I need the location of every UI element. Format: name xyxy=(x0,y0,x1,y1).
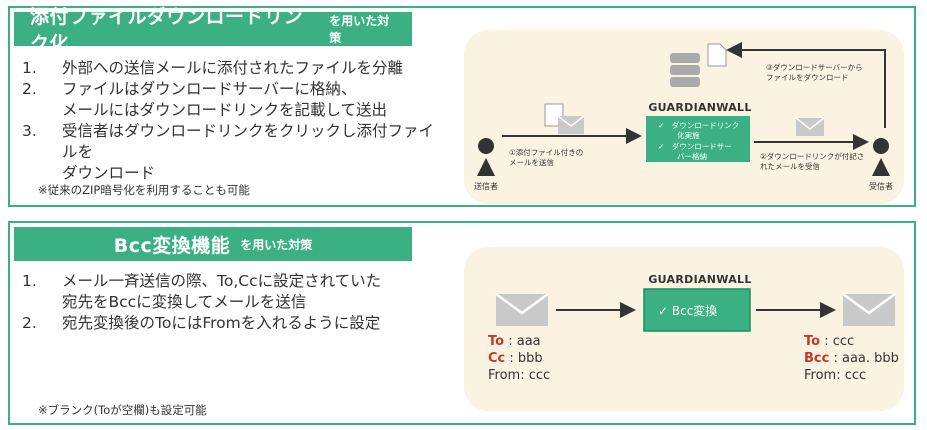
brand-logo-2: GUARDIANWALL xyxy=(648,273,751,286)
input-to-line: To : aaa xyxy=(488,334,541,349)
box-item-line2: 化実施 xyxy=(677,130,700,140)
step3-line1: ③ダウンロードサーバーから xyxy=(766,62,863,72)
guardianwall-process-box xyxy=(646,116,750,162)
bcc-flow-diagram: GUARDIANWALL ✓ Bcc変換 xyxy=(495,273,896,332)
download-link-panel: 添付ファイルダウンロードリンク化 を用いた対策 1.外部への送信メールに添付され… xyxy=(8,6,916,207)
panel1-title-tab: 添付ファイルダウンロードリンク化 を用いた対策 xyxy=(14,6,412,55)
list-item: 2.ファイルはダウンロードサーバーに格納、メールにはダウンロードリンクを記載して… xyxy=(22,80,388,119)
box-item-line1: ✓ ダウンロードリンク xyxy=(658,120,739,130)
list-item: 3.受信者はダウンロードリンクをクリックし添付ファイルをダウンロード xyxy=(22,122,435,182)
link-mail-icon xyxy=(795,117,825,136)
attachment-mail-icon xyxy=(544,103,585,134)
step1-line1: ①添付ファイル付きの xyxy=(509,147,583,157)
receiver-person-icon xyxy=(872,138,890,176)
bcc-box-label: ✓ Bcc変換 xyxy=(658,303,717,318)
bcc-conversion-panel: Bcc変換機能 を用いた対策 1.メール一斉送信の際、To,Ccに設定されていた… xyxy=(8,221,916,425)
download-flow-diagram: 送信者 受信者 ①添付ファイル付きの メールを送信 GUARDIANWALL ✓… xyxy=(474,42,893,191)
output-mail-icon xyxy=(842,292,896,326)
step2-line2: れたメールを受信 xyxy=(760,161,820,171)
step3-line2: ファイルをダウンロード xyxy=(766,72,849,82)
panel1-title-suffix: を用いた対策 xyxy=(329,14,390,45)
list-item: 1.外部への送信メールに添付されたファイルを分離 xyxy=(22,59,404,77)
step1-line2: メールを送信 xyxy=(509,157,554,167)
output-from-line: From: ccc xyxy=(804,368,867,383)
list-item: 1.メール一斉送信の際、To,Ccに設定されていた宛先をBccに変換してメールを… xyxy=(22,272,382,311)
output-bcc-line: Bcc : aaa. bbb xyxy=(804,351,899,366)
input-from-line: From: ccc xyxy=(488,368,551,383)
panel1-steps-list: 1.外部への送信メールに添付されたファイルを分離 2.ファイルはダウンロードサー… xyxy=(22,58,442,184)
panel2-note: ※ブランク(Toが空欄)も設定可能 xyxy=(38,403,207,417)
box-item-line4: バー格納 xyxy=(677,151,707,161)
brand-logo-1: GUARDIANWALL xyxy=(648,101,751,114)
download-server-icon xyxy=(670,43,727,87)
panel1-note: ※従来のZIP暗号化を利用することも可能 xyxy=(38,183,250,197)
output-to-line: To : ccc xyxy=(804,334,855,349)
sender-label: 送信者 xyxy=(474,181,498,191)
input-cc-line: Cc : bbb xyxy=(488,351,543,366)
bcc-conversion-box xyxy=(643,288,751,332)
download-arrow xyxy=(726,42,886,128)
panel2-steps-list: 1.メール一斉送信の際、To,Ccに設定されていた宛先をBccに変換してメールを… xyxy=(22,271,442,334)
panel2-title-suffix: を用いた対策 xyxy=(240,237,313,252)
list-item: 2.宛先変換後のToにはFromを入れるように設定 xyxy=(22,314,381,332)
panel2-title-tab: Bcc変換機能 を用いた対策 xyxy=(14,227,412,261)
panel2-title: Bcc変換機能 xyxy=(113,234,231,257)
sender-person-icon xyxy=(477,138,495,176)
step2-line1: ②ダウンロードリンクが付記さ xyxy=(760,151,864,161)
receiver-label: 受信者 xyxy=(869,181,893,191)
box-item-line3: ✓ ダウンロードサー xyxy=(658,141,732,151)
input-mail-icon xyxy=(495,292,549,326)
panel1-title: 添付ファイルダウンロードリンク化 xyxy=(30,6,304,55)
